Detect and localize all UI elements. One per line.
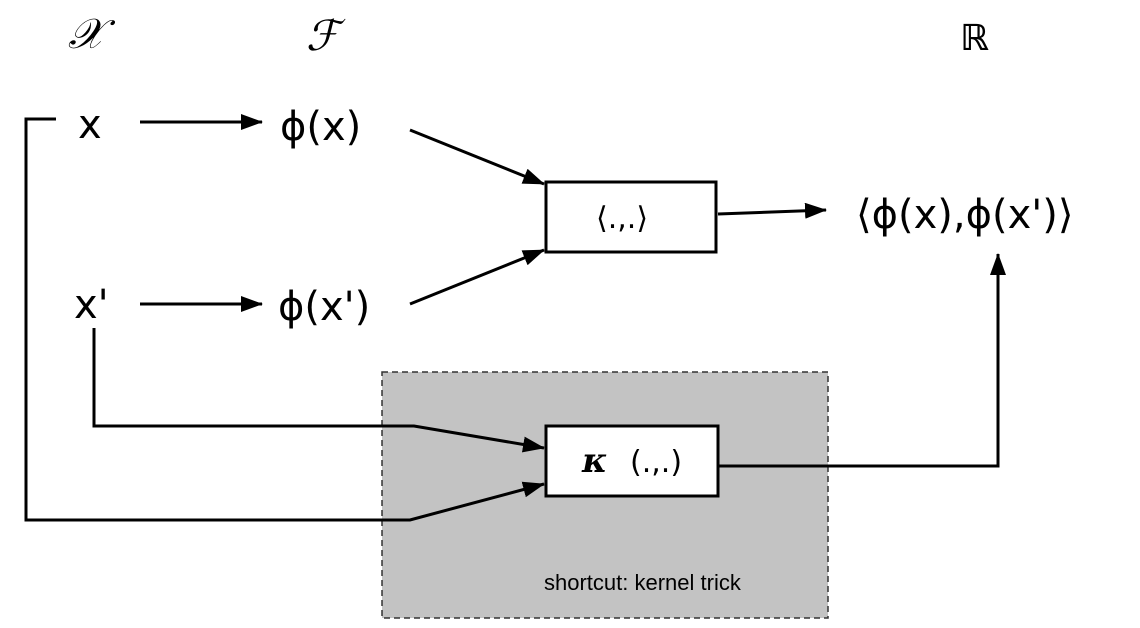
kernel-box bbox=[544, 424, 720, 498]
x-node: x bbox=[78, 102, 102, 148]
phi-x-node: ϕ(x) bbox=[280, 104, 361, 150]
path-xprime-to-kernel bbox=[92, 328, 545, 453]
kernel-args: (.,.) bbox=[630, 445, 682, 480]
reals-label: ℝ bbox=[960, 18, 989, 59]
x-prime-node: x' bbox=[74, 282, 109, 328]
phi-x-prime-node: ϕ(x') bbox=[278, 284, 370, 330]
input-space-label: 𝒳 bbox=[68, 9, 116, 58]
feature-space-label: ℱ bbox=[306, 11, 346, 60]
inner-product-label: ⟨.,.⟩ bbox=[596, 201, 648, 236]
inner-product-result-node: ⟨ϕ(x),ϕ(x')⟩ bbox=[856, 192, 1073, 238]
arrow-inner-to-result bbox=[717, 202, 827, 219]
path-kernel-to-result bbox=[718, 253, 1006, 468]
path-x-to-kernel bbox=[24, 117, 545, 522]
arrow-phi-x-to-inner bbox=[409, 128, 545, 186]
kappa-symbol: κ bbox=[581, 441, 607, 481]
arrow-phi-xprime-to-inner bbox=[409, 248, 545, 306]
inner-product-box bbox=[544, 180, 718, 254]
shortcut-caption: shortcut: kernel trick bbox=[544, 570, 742, 595]
